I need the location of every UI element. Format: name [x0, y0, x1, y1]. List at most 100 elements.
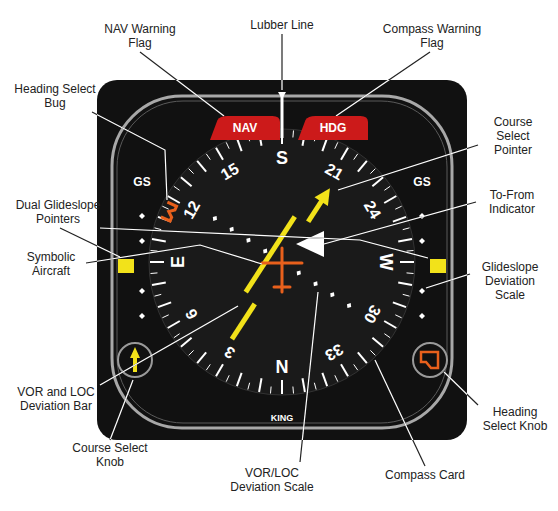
leader-lines	[60, 34, 478, 466]
compass-tick	[206, 154, 210, 160]
compass-tick	[158, 302, 171, 307]
deviation-dot	[228, 225, 235, 233]
compass-tick	[384, 334, 390, 338]
bezel-frame	[112, 96, 452, 428]
flag-text: HDG	[298, 116, 368, 140]
compass-tick	[395, 315, 401, 318]
heading-knob-bug	[421, 352, 438, 368]
compass-tick	[151, 272, 158, 274]
compass-tick	[281, 380, 283, 394]
compass-tick	[154, 228, 161, 230]
glideslope-dot	[139, 313, 145, 319]
glideslope-pointer	[118, 259, 134, 273]
compass-tick	[358, 161, 367, 172]
compass-tick	[154, 294, 161, 296]
deviation-dot	[211, 215, 218, 223]
brand-label: KING	[271, 414, 294, 423]
compass-tick	[181, 177, 192, 186]
compass-tick	[206, 364, 210, 370]
callout-label: VOR/LOC Deviation Scale	[222, 466, 322, 494]
compass-tick	[407, 250, 414, 252]
compass-tick	[358, 352, 367, 363]
deviation-dot	[245, 236, 252, 244]
deviation-bar	[244, 215, 297, 293]
compass-tick	[174, 334, 180, 338]
glideslope-dot	[139, 238, 145, 244]
compass-tick	[174, 186, 180, 190]
compass-tick	[152, 239, 166, 241]
compass-tick	[393, 217, 406, 222]
glideslope-deviation-scale	[139, 213, 425, 319]
compass-tick	[398, 239, 412, 241]
compass-tick	[384, 196, 396, 203]
dial-number: W	[377, 254, 395, 271]
glideslope-dot	[419, 288, 425, 294]
compass-tick	[152, 282, 166, 284]
deviation-dot	[312, 280, 319, 288]
compass-tick	[270, 387, 272, 394]
compass-tick	[181, 338, 192, 347]
instrument-bezel	[97, 80, 467, 440]
callout-label: Compass Card	[380, 468, 470, 482]
compass-tick	[403, 228, 410, 230]
compass-tick	[384, 186, 390, 190]
compass-tick	[216, 148, 223, 160]
compass-card	[149, 129, 415, 395]
compass-tick	[302, 378, 304, 392]
bezel-frame-inner	[117, 101, 447, 423]
callout-label: Compass Warning Flag	[382, 22, 482, 50]
compass-tick	[370, 350, 375, 355]
course-pointer	[163, 143, 399, 384]
nav-warning-flag: NAV	[210, 116, 280, 140]
compass-tick	[259, 378, 261, 392]
callout-label: To-From Indicator	[476, 188, 548, 216]
callout-label: Course Select Pointer	[478, 115, 548, 157]
deviation-dot	[261, 247, 268, 255]
compass-tick	[226, 142, 229, 148]
compass-tick	[248, 383, 250, 390]
compass-tick	[400, 261, 414, 263]
heading-select-bug	[161, 202, 177, 221]
callout-label: NAV Warning Flag	[100, 22, 180, 50]
compass-tick	[226, 375, 229, 381]
dial-number: S	[276, 149, 288, 167]
glideslope-dot	[419, 238, 425, 244]
compass-tick	[237, 373, 242, 386]
compass-tick	[150, 261, 164, 263]
gs-label: GS	[413, 176, 430, 188]
callout-label: VOR and LOC Deviation Bar	[8, 385, 104, 413]
heading-select-knob	[413, 343, 447, 377]
gs-label: GS	[133, 176, 150, 188]
dial-number: E	[169, 256, 187, 268]
callout-label: Heading Select Bug	[10, 82, 100, 110]
compass-tick	[162, 206, 168, 209]
compass-tick	[314, 383, 316, 390]
compass-tick	[292, 131, 294, 138]
leader-lines-inner	[97, 80, 467, 440]
to-from-indicator	[296, 231, 324, 257]
compass-tick	[372, 338, 383, 347]
callout-label: Glideslope Deviation Scale	[470, 260, 550, 302]
compass-tick	[189, 350, 194, 355]
compass-tick	[398, 282, 412, 284]
callout-label: Symbolic Aircraft	[15, 250, 87, 278]
compass-ticks	[150, 130, 414, 394]
deviation-dot	[345, 302, 352, 310]
compass-tick	[393, 302, 406, 307]
compass-tick	[354, 364, 358, 370]
compass-tick	[335, 375, 338, 381]
compass-tick	[370, 169, 375, 174]
callout-label: Course Select Knob	[68, 441, 152, 469]
compass-tick	[384, 321, 396, 328]
compass-tick	[197, 161, 206, 172]
course-knob-arrow	[130, 347, 140, 372]
compass-tick	[197, 352, 206, 363]
lubber-cap	[278, 92, 286, 99]
deviation-dot	[329, 291, 336, 299]
flag-text: NAV	[210, 116, 280, 140]
compass-tick	[292, 387, 294, 394]
compass-tick	[162, 315, 168, 318]
compass-tick	[189, 169, 194, 174]
